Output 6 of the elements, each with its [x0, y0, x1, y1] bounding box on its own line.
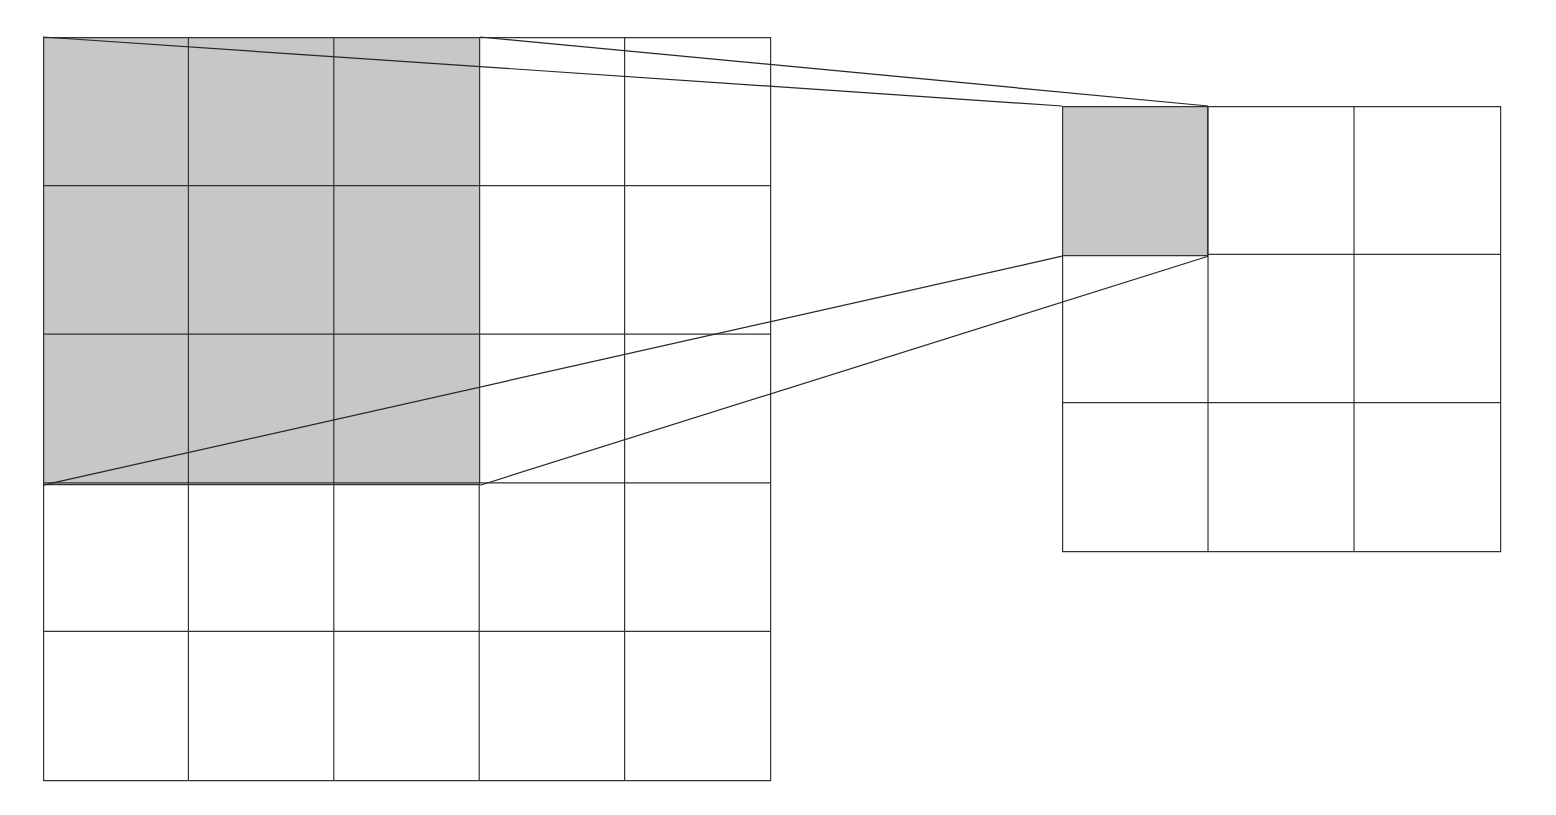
projection-line [42, 36, 1063, 107]
shaded-region [43, 37, 481, 486]
projection-line [479, 36, 1209, 107]
projection-line [479, 255, 1209, 486]
shaded-region [1062, 106, 1209, 257]
projection-line [42, 255, 1063, 486]
